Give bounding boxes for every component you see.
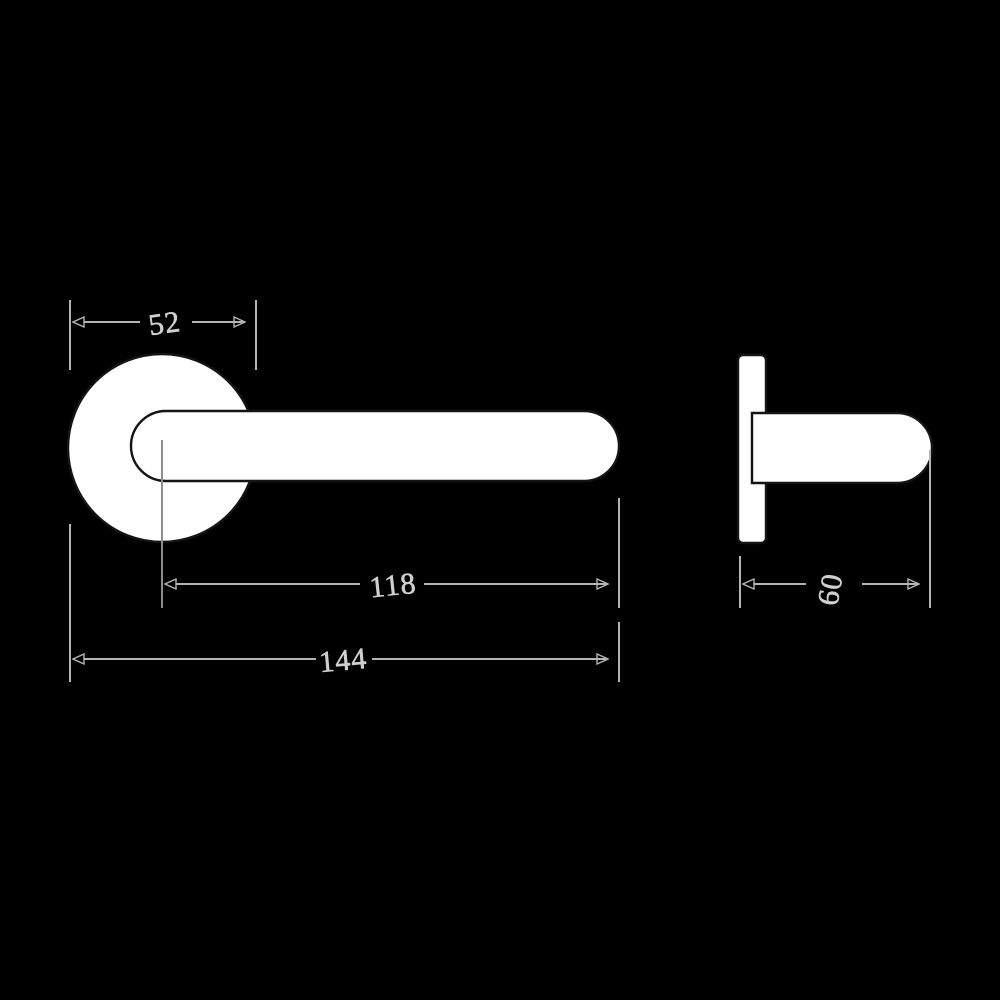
dim-label-118: 118 — [368, 567, 418, 605]
dimension-52: 52 — [69, 300, 257, 370]
side-view — [736, 353, 934, 545]
dimension-144: 144 — [69, 524, 620, 682]
dim-label-60: 60 — [812, 571, 850, 608]
dim-label-144: 144 — [318, 642, 369, 679]
dim-label-52: 52 — [147, 305, 183, 342]
dimension-60: 60 — [739, 450, 931, 608]
lever-bar — [129, 409, 621, 483]
lever-shank — [750, 411, 934, 485]
dimension-118: 118 — [161, 448, 620, 608]
